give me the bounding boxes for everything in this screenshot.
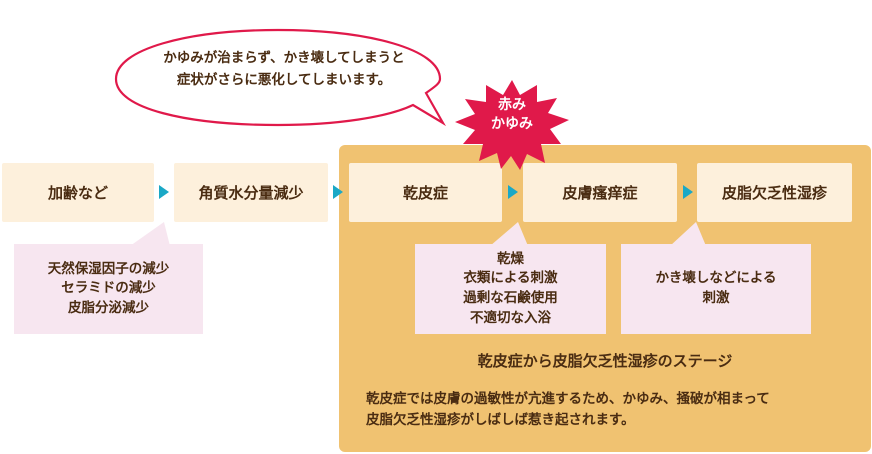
burst-badge-text: 赤み かゆみ — [480, 96, 544, 134]
note-line: 乾燥 — [497, 250, 524, 267]
stage-label: 皮脂欠乏性湿疹 — [721, 184, 827, 202]
stage-box-aging: 加齢など — [2, 163, 154, 222]
note-line: 刺激 — [702, 290, 730, 306]
burst-badge — [455, 80, 569, 170]
section-description: 乾皮症では皮膚の過敏性が亢進するため、かゆみ、掻破が相まって 皮脂欠乏性湿疹がし… — [366, 389, 856, 431]
note-line: 皮脂分泌減少 — [68, 299, 149, 316]
burst-badge-line: かゆみ — [491, 115, 533, 132]
note-line: 天然保湿因子の減少 — [47, 260, 170, 277]
note-line: 衣類による刺激 — [463, 270, 558, 287]
stage-label: 角質水分量減少 — [198, 184, 304, 202]
section-title: 乾皮症から皮脂欠乏性湿疹のステージ — [477, 352, 733, 370]
stage-box-pruritus: 皮膚瘙痒症 — [523, 163, 677, 222]
note-pointer — [490, 222, 528, 246]
section-description-line: 皮脂欠乏性湿疹がしばしば惹き起されます。 — [366, 411, 635, 428]
arrow-right-icon — [333, 185, 343, 199]
stage-label: 皮膚瘙痒症 — [562, 184, 638, 202]
speech-bubble-text: かゆみが治まらず、かき壊してしまうと 症状がさらに悪化してしまいます。 — [128, 48, 440, 91]
stage-label: 乾皮症 — [402, 184, 448, 202]
speech-bubble — [114, 28, 447, 127]
arrow-right-icon — [683, 185, 693, 199]
speech-bubble-line: かゆみが治まらず、かき壊してしまうと — [163, 50, 405, 66]
stage-box-asteatotic-eczema: 皮脂欠乏性湿疹 — [697, 163, 852, 222]
arrow-right-icon — [159, 185, 169, 199]
note-box-scratch-stimulus: かき壊しなどによる 刺激 — [621, 244, 811, 334]
note-box-causes: 天然保湿因子の減少 セラミドの減少 皮脂分泌減少 — [14, 244, 203, 334]
note-pointer — [130, 222, 170, 246]
note-line: 不適切な入浴 — [470, 309, 551, 326]
note-line: かき壊しなどによる — [655, 270, 777, 287]
arrow-right-icon — [508, 185, 518, 199]
stage-box-moisture-loss: 角質水分量減少 — [174, 163, 328, 222]
note-line: セラミドの減少 — [61, 280, 156, 297]
burst-badge-line: 赤み — [498, 97, 526, 113]
speech-bubble-line: 症状がさらに悪化してしまいます。 — [176, 71, 392, 88]
note-pointer — [670, 222, 706, 246]
note-box-aggravating-factors: 乾燥 衣類による刺激 過剰な石鹸使用 不適切な入浴 — [415, 244, 606, 334]
stage-box-xerosis: 乾皮症 — [349, 163, 502, 222]
stage-label: 加齢など — [47, 184, 108, 202]
note-line: 過剰な石鹸使用 — [463, 290, 558, 306]
section-description-line: 乾皮症では皮膚の過敏性が亢進するため、かゆみ、掻破が相まって — [366, 391, 770, 407]
